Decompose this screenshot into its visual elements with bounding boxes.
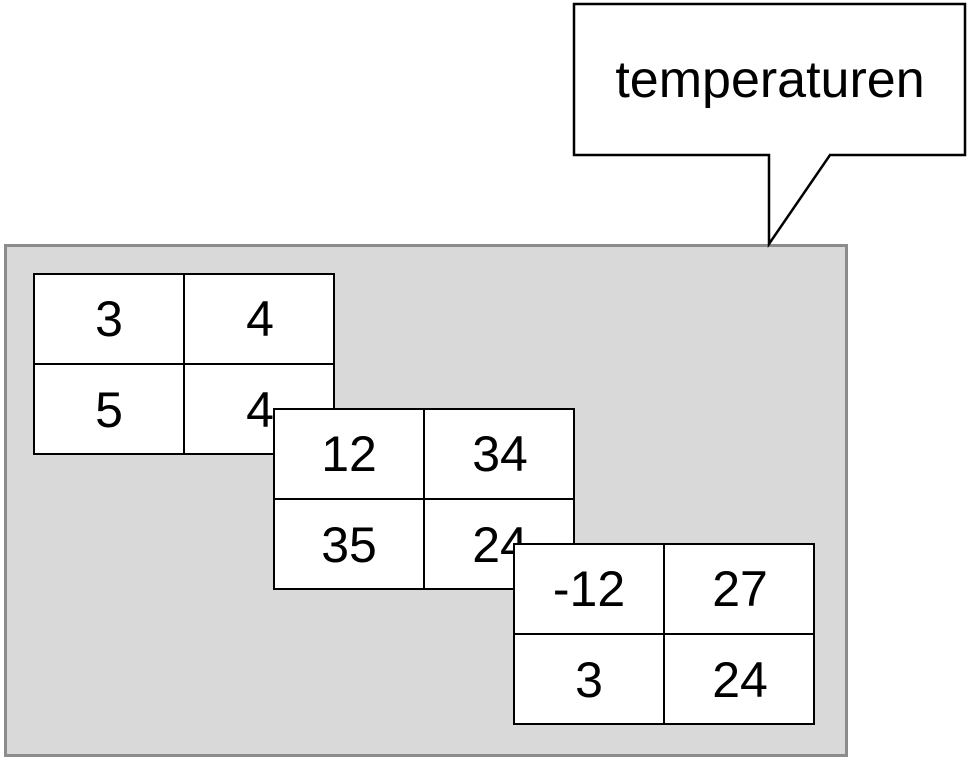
matrix-slice-3: -12 27 3 24 (513, 543, 815, 725)
matrix-cell: 4 (185, 275, 335, 365)
matrix-cell: 35 (275, 500, 425, 590)
matrix-cell: 24 (712, 652, 768, 708)
matrix-cell: 3 (35, 275, 185, 365)
matrix-slice-1: 3 4 5 4 (33, 273, 335, 455)
callout-label: temperaturen (615, 51, 925, 109)
matrix-cell: 3 (515, 635, 665, 725)
matrix-cell: 34 (425, 410, 575, 500)
matrix-cell: -12 (515, 545, 665, 635)
matrix-cell: 27 (665, 545, 815, 635)
matrix-cell: 5 (35, 365, 185, 455)
matrix-cell: 4 (246, 382, 274, 438)
matrix-cell: 12 (275, 410, 425, 500)
